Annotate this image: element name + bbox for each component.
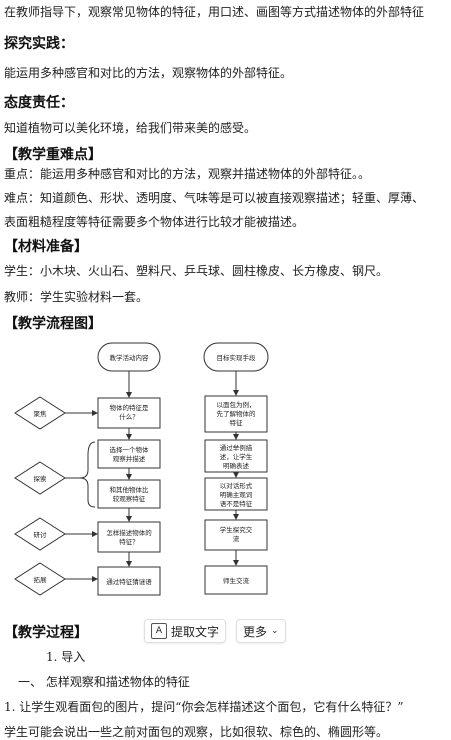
flow-stage-diamond-1 bbox=[14, 396, 66, 430]
flow-col1-box-2-l1: 选择一个物体 bbox=[110, 445, 150, 454]
flow-col2-box-2-l1: 通过举例描 bbox=[220, 443, 253, 452]
flow-col1-box-3-l1: 和其他物体比 bbox=[110, 485, 150, 494]
flow-col2-box-1-l3: 特征 bbox=[230, 418, 244, 427]
more-label: 更多 bbox=[243, 624, 268, 639]
extract-text-button[interactable]: A 提取文字 bbox=[144, 619, 227, 643]
flow-col2-title: 目标实现手段 bbox=[217, 353, 257, 362]
attitude-text: 知道植物可以美化环境，给我们带来美的感受。 bbox=[4, 121, 257, 135]
section-one-title: 一、 怎样观察和描述物体的特征 bbox=[18, 675, 190, 689]
difficult-point-text-2: 表面粗糙程度等特征需要多个物体进行比较才能被描述。 bbox=[4, 215, 305, 229]
more-button[interactable]: 更多 ⌄ bbox=[236, 619, 286, 643]
flow-col1-box-1 bbox=[97, 397, 161, 429]
flow-col1-box-2-l2: 观察并描述 bbox=[113, 454, 146, 463]
import-step: 1. 导入 bbox=[46, 650, 86, 664]
flow-col2-box-4-l1: 学生探究交 bbox=[220, 525, 253, 534]
step-one: 1. 让学生观看面包的图片，提问“你会怎样描述这个面包，它有什么特征？” bbox=[4, 700, 404, 714]
step-one-answer: 学生可能会说出一些之前对面包的观察，比如很软、棕色的、椭圆形等。 bbox=[4, 725, 389, 739]
flow-stage-3: 研讨 bbox=[34, 530, 48, 539]
flow-col2-box-4 bbox=[204, 519, 268, 551]
teacher-materials: 教师：学生实验材料一套。 bbox=[4, 290, 149, 304]
flow-col2-box-2 bbox=[204, 439, 268, 473]
flow-stage-2: 探索 bbox=[34, 474, 48, 483]
key-point-text: 重点：能运用多种感官和对比的方法，观察并描述物体的外部特征。。 bbox=[4, 167, 371, 181]
teaching-flowchart: 教学活动内容 物体的特征是 什么？ 选择一个物体 观察并描述 和其他物体比 较观… bbox=[14, 342, 269, 596]
flow-stage-4: 拓展 bbox=[34, 575, 48, 584]
heading-process: 【教学过程】 bbox=[4, 625, 88, 641]
heading-flowchart: 【教学流程图】 bbox=[4, 316, 102, 332]
flow-col1-title: 教学活动内容 bbox=[110, 353, 150, 362]
flow-col2-box-5 bbox=[204, 565, 268, 595]
flow-col1-box-1-l1: 物体的特征是 bbox=[110, 403, 150, 412]
practice-text: 能运用多种感官和对比的方法，观察物体的外部特征。 bbox=[4, 66, 293, 80]
heading-key-points: 【教学重难点】 bbox=[4, 147, 102, 163]
flow-col2-box-2-l3: 明确表述 bbox=[223, 461, 250, 470]
flow-col1-box-5-l1: 通过特征猜谜语 bbox=[106, 577, 152, 586]
flow-stage-diamond-4 bbox=[14, 562, 66, 596]
flow-col2-box-1-l1: 以面包为例， bbox=[217, 400, 256, 409]
selection-toolbar: A 提取文字 更多 ⌄ bbox=[144, 619, 286, 643]
heading-attitude: 态度责任： bbox=[4, 95, 74, 111]
flow-col2-box-5-l1: 师生交流 bbox=[223, 576, 250, 585]
intro-text: 在教师指导下，观察常见物体的特征，用口述、画图等方式描述物体的外部特征 bbox=[4, 5, 425, 19]
flow-col1-box-3-l2: 较观察特征 bbox=[113, 494, 146, 503]
flow-col1-box-2 bbox=[97, 439, 161, 469]
flow-col2-box-1 bbox=[204, 395, 268, 433]
flow-stage-1: 聚焦 bbox=[34, 409, 48, 418]
flow-col2-box-2-l2: 述，让学生 bbox=[220, 452, 253, 461]
flow-col2-box-4-l2: 流 bbox=[233, 534, 240, 543]
flow-col1-box-5 bbox=[97, 566, 161, 596]
flow-col2-box-1-l2: 先了解物体的 bbox=[217, 409, 257, 418]
flow-col1-box-4-l2: 特征？ bbox=[119, 537, 139, 546]
flow-stage-diamond-2 bbox=[14, 461, 66, 495]
difficult-point-text: 难点：知道颜色、形状、透明度、气味等是可以被直接观察描述；轻重、厚薄、 bbox=[4, 191, 425, 205]
text-extract-icon: A bbox=[151, 623, 167, 639]
flow-col1-box-4 bbox=[97, 521, 161, 553]
flow-col2-box-3-l1: 以对话形式 bbox=[220, 481, 253, 490]
chevron-down-icon: ⌄ bbox=[271, 626, 279, 636]
students-materials: 学生：小木块、火山石、塑料尺、乒乓球、圆柱橡皮、长方橡皮、钢尺。 bbox=[4, 264, 389, 278]
flow-col1-box-3 bbox=[97, 479, 161, 509]
flow-col2-box-3-l2: 明确主观词 bbox=[220, 490, 253, 499]
extract-text-label: 提取文字 bbox=[171, 624, 220, 639]
flow-col2-box-3-l3: 语不是特征 bbox=[220, 499, 253, 508]
heading-practice: 探究实践： bbox=[4, 36, 74, 52]
flow-stage-diamond-3 bbox=[14, 517, 66, 551]
flow-col1-box-4-l1: 怎样描述物体的 bbox=[106, 528, 152, 537]
flow-col1-box-1-l2: 什么？ bbox=[119, 412, 139, 421]
flow-col2-box-3 bbox=[204, 477, 268, 511]
heading-materials: 【材料准备】 bbox=[4, 239, 88, 255]
